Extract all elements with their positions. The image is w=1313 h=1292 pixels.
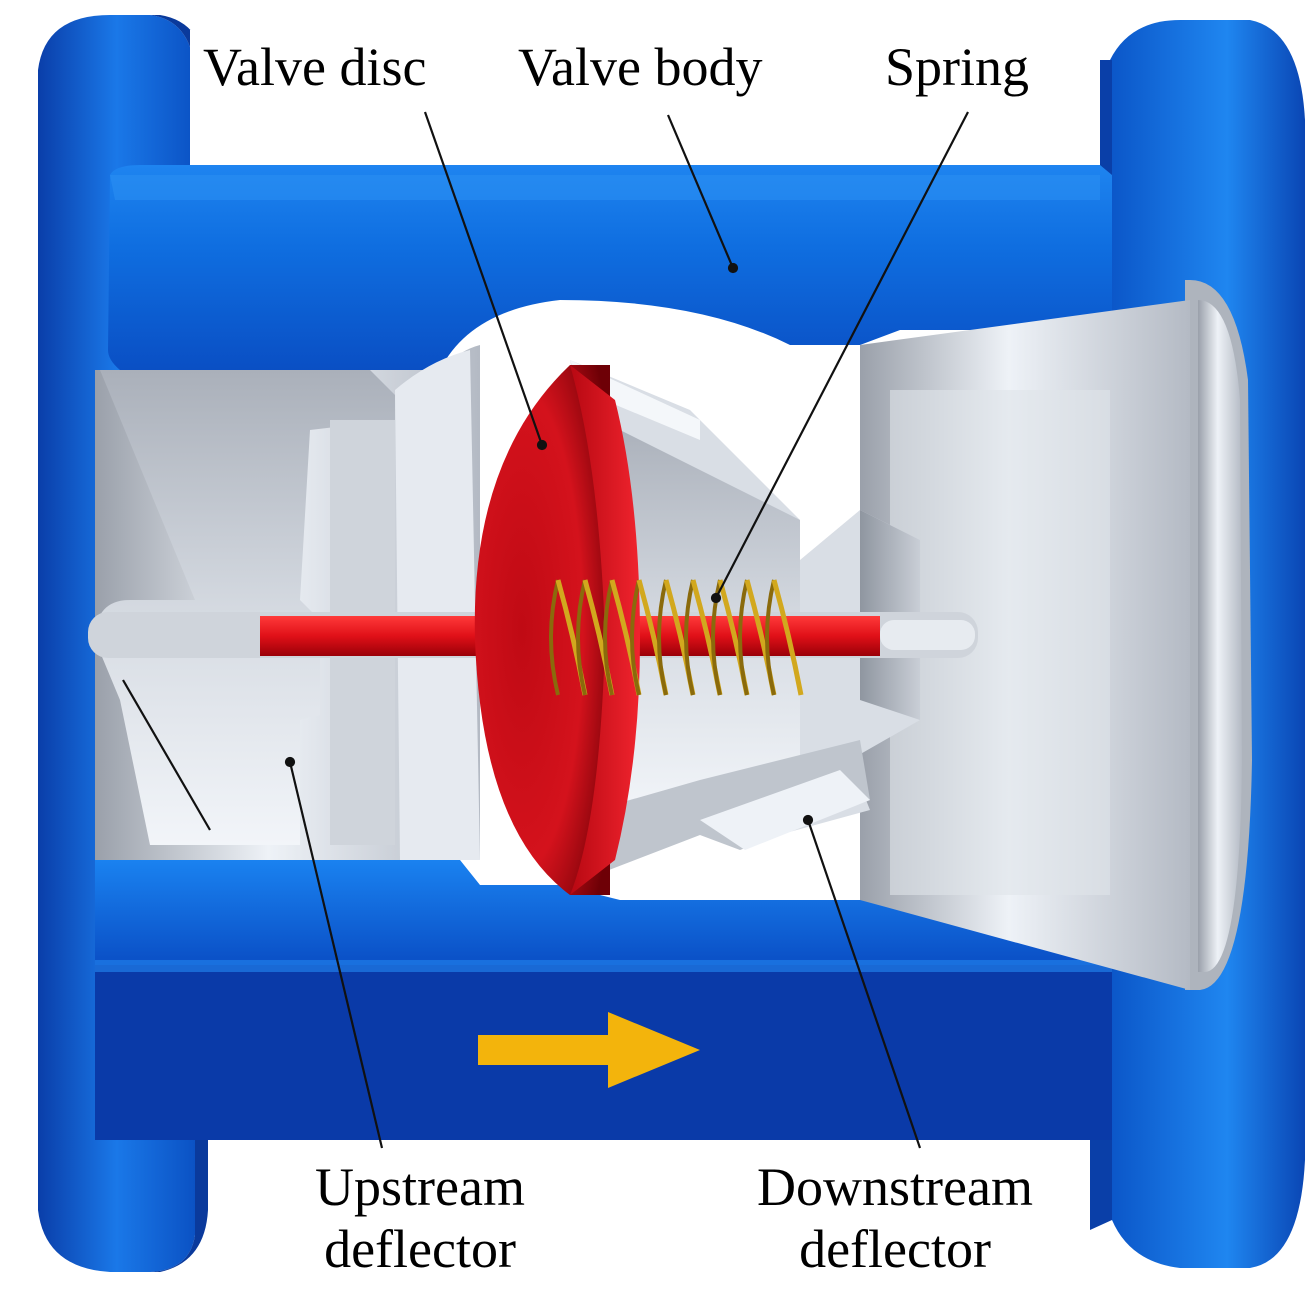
spring-coil-back — [738, 579, 749, 696]
label-upstream-deflector: Upstream deflector — [290, 1160, 550, 1276]
label-downstream-line1: Downstream — [757, 1157, 1033, 1217]
spring-coil-back — [603, 579, 614, 696]
spring-coil — [549, 579, 804, 696]
leader-upstream — [288, 761, 384, 1149]
spring-coil-back — [657, 579, 668, 696]
label-spring: Spring — [885, 37, 1030, 97]
label-valve-body: Valve body — [518, 37, 763, 97]
leader-valve-disc — [423, 111, 544, 446]
spring-coil-back — [684, 579, 695, 696]
label-upstream-line2: deflector — [324, 1219, 516, 1279]
leader-downstream — [806, 819, 922, 1149]
label-valve-disc: Valve disc — [203, 37, 427, 97]
leader-lines — [122, 111, 969, 1149]
flow-direction-arrow-icon — [478, 1012, 700, 1088]
label-downstream-line2: deflector — [799, 1219, 991, 1279]
valve-disc — [474, 365, 640, 895]
spring-coil-back — [711, 579, 722, 696]
label-downstream-deflector: Downstream deflector — [725, 1160, 1065, 1276]
label-upstream-line1: Upstream — [315, 1157, 525, 1217]
leader-upstream-tip — [122, 679, 211, 831]
spring-coil-back — [549, 579, 560, 696]
leader-spring — [715, 111, 969, 599]
spring-coil-back — [576, 579, 587, 696]
spring-coil-back — [630, 579, 641, 696]
spring-coil-front — [771, 579, 804, 696]
upstream-deflector — [95, 350, 480, 860]
leader-valve-body — [666, 114, 735, 269]
spring-coil-back — [765, 579, 776, 696]
